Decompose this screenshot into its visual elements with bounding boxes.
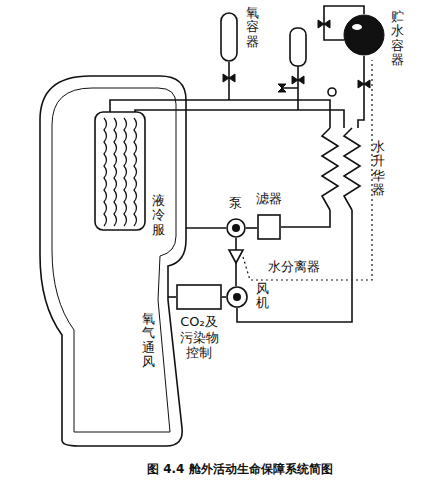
pipe	[358, 56, 364, 128]
node-label: CO₂及 污染物 控制	[176, 314, 222, 361]
pipe	[282, 66, 298, 110]
pipe	[186, 227, 226, 229]
node-label: 滤器	[256, 191, 282, 207]
valve	[278, 84, 286, 92]
node-shape	[226, 286, 248, 308]
pipe	[135, 110, 344, 128]
suit-inner	[52, 88, 176, 432]
part-label: 液冷服	[152, 194, 165, 237]
node-label: 泵	[229, 195, 242, 211]
node-shape	[257, 214, 281, 240]
pipe-connector	[237, 210, 352, 322]
water-tank: 贮水容器	[343, 14, 385, 56]
pipe	[110, 100, 330, 128]
filter-box: 滤器	[257, 214, 281, 240]
node-shape	[318, 128, 364, 210]
node-shape	[176, 284, 222, 310]
valve	[358, 80, 370, 88]
gauge	[328, 88, 336, 96]
garment-tube	[134, 118, 137, 226]
node-label: 水升华器	[372, 140, 385, 197]
figure-caption: 图 4.4 舱外活动生命保障系统简图	[147, 462, 333, 476]
valve	[318, 20, 330, 28]
co2-control-box: CO₂及 污染物 控制	[176, 284, 222, 310]
part-label: 水分离器	[268, 259, 320, 275]
pump-symbol: 泵	[226, 218, 246, 238]
separator	[229, 250, 243, 263]
cooling-garment	[95, 112, 145, 230]
garment-tube	[114, 118, 117, 226]
node-shape	[226, 218, 246, 238]
oxygen-tank-2	[290, 28, 306, 66]
suit-outline	[40, 76, 186, 446]
part-label: 氧气通风	[142, 312, 155, 369]
pipe-connector	[222, 296, 226, 298]
node-shape	[343, 14, 385, 56]
pipe	[228, 62, 230, 100]
garment-tube	[124, 118, 127, 226]
water-sublimator: 水升华器	[318, 128, 364, 210]
node-shape	[220, 12, 238, 62]
garment-tube	[104, 118, 107, 226]
fan-symbol: 风机	[226, 286, 248, 308]
valve	[292, 76, 304, 84]
node-label: 风机	[256, 282, 269, 311]
pipe-connector	[281, 210, 330, 227]
valve	[223, 74, 235, 82]
oxygen-tank: 氧容器	[220, 12, 238, 62]
pipe-connector	[246, 227, 257, 229]
node-label: 贮水容器	[391, 10, 404, 67]
vent-pipe	[168, 296, 176, 298]
node-label: 氧容器	[246, 6, 259, 49]
